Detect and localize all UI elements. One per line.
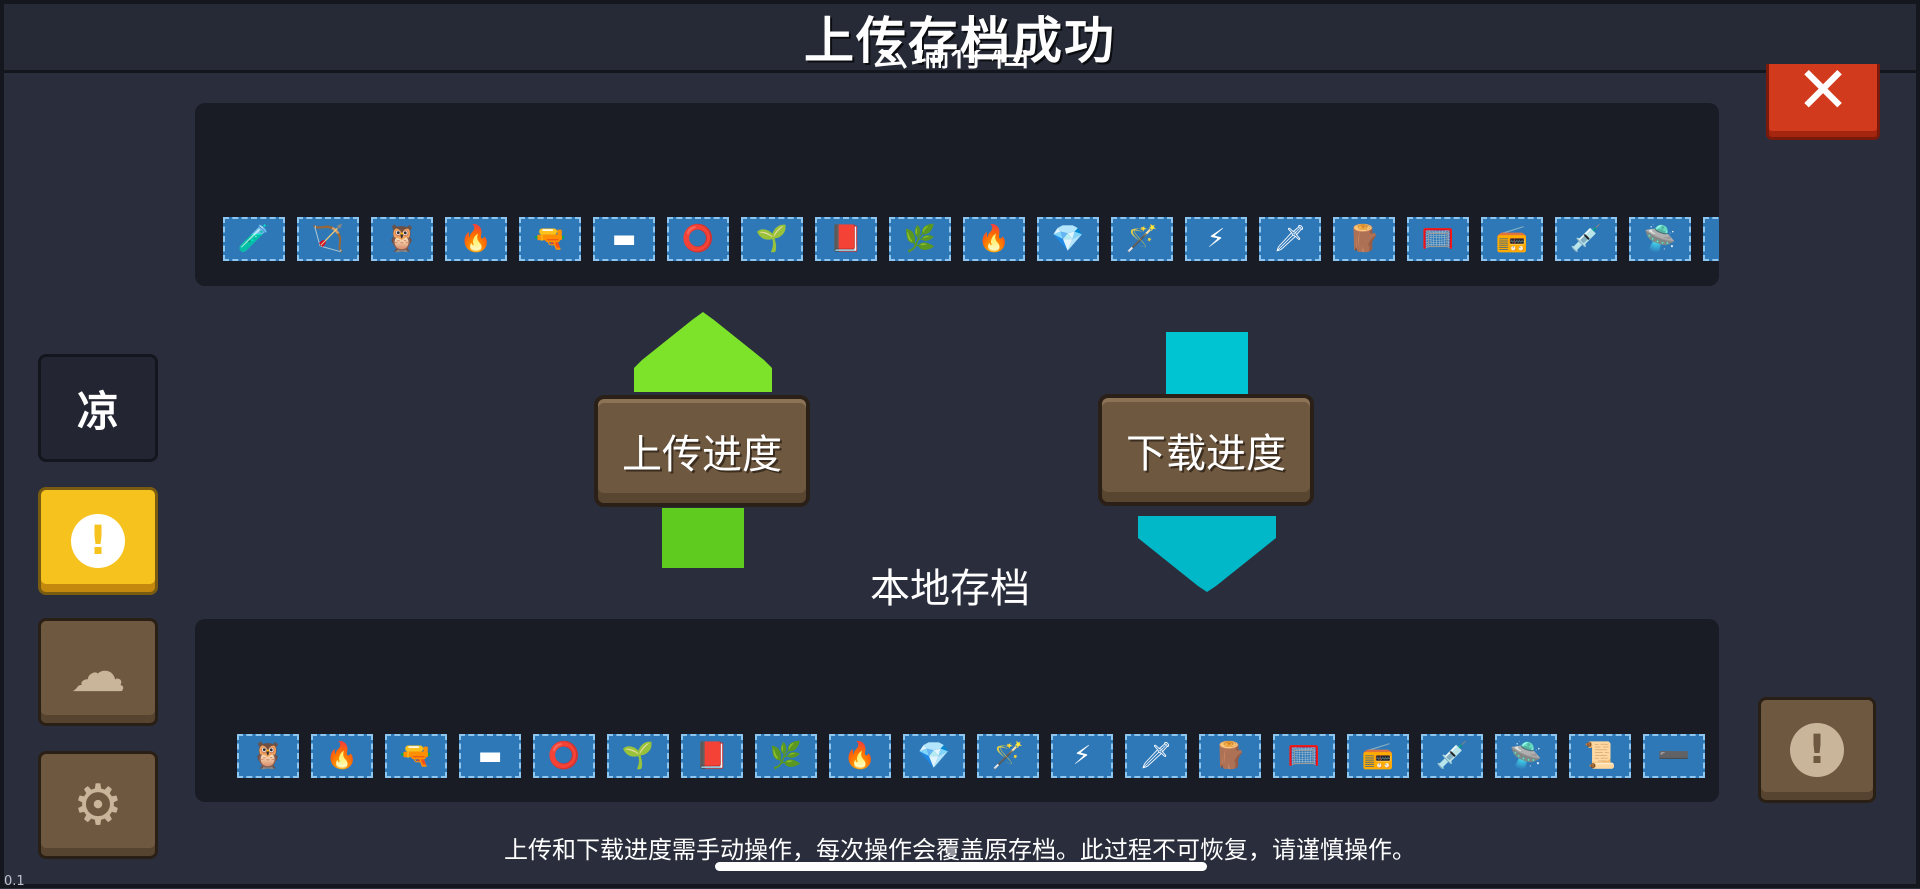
- info-button[interactable]: !: [1758, 697, 1876, 803]
- item-slot[interactable]: 🦉: [237, 734, 299, 778]
- item-slot[interactable]: ⚡: [1051, 734, 1113, 778]
- item-slot[interactable]: 📕: [681, 734, 743, 778]
- item-slot[interactable]: 💎: [903, 734, 965, 778]
- item-slot[interactable]: 🦉: [371, 217, 433, 261]
- item-slot[interactable]: 🪄: [1111, 217, 1173, 261]
- item-slot[interactable]: 🔫: [519, 217, 581, 261]
- local-item-strip[interactable]: 🦉 🔥 🔫 ▬ ⭕ 🌱 📕 🌿 🔥 💎 🪄 ⚡ 🗡 🪵 🥅 📻 💉 🛸 📜 ➖: [195, 732, 1719, 780]
- arrow-down-head: [1138, 516, 1276, 592]
- item-slot[interactable]: ▬: [459, 734, 521, 778]
- page-title: 上传存档成功: [804, 12, 1116, 70]
- item-slot[interactable]: ⭕: [533, 734, 595, 778]
- item-slot[interactable]: 🥅: [1273, 734, 1335, 778]
- cloud-item-strip[interactable]: 🧪 🏹 🦉 🔥 🔫 ▬ ⭕ 🌱 📕 🌿 🔥 💎 🪄 ⚡ 🗡 🪵 🥅 📻 💉 🛸 📜: [195, 215, 1719, 263]
- warning-tab-button[interactable]: !: [38, 487, 158, 595]
- sidebar-tab-button[interactable]: 凉: [38, 354, 158, 462]
- item-slot[interactable]: 🔥: [311, 734, 373, 778]
- item-slot[interactable]: 🔥: [963, 217, 1025, 261]
- item-slot[interactable]: 🌿: [755, 734, 817, 778]
- settings-tab-button[interactable]: ⚙: [38, 751, 158, 859]
- item-slot[interactable]: 📜: [1569, 734, 1631, 778]
- item-slot[interactable]: 🪵: [1333, 217, 1395, 261]
- item-slot[interactable]: 🔫: [385, 734, 447, 778]
- item-slot[interactable]: 📻: [1481, 217, 1543, 261]
- item-slot[interactable]: 🛸: [1629, 217, 1691, 261]
- item-slot[interactable]: 📕: [815, 217, 877, 261]
- item-slot[interactable]: 🌿: [889, 217, 951, 261]
- item-slot[interactable]: 🪄: [977, 734, 1039, 778]
- item-slot[interactable]: 🔥: [829, 734, 891, 778]
- local-save-panel: 🦉 🔥 🔫 ▬ ⭕ 🌱 📕 🌿 🔥 💎 🪄 ⚡ 🗡 🪵 🥅 📻 💉 🛸 📜 ➖: [195, 619, 1719, 802]
- item-slot[interactable]: ➖: [1643, 734, 1705, 778]
- item-slot[interactable]: 🏹: [297, 217, 359, 261]
- cloud-upload-icon: ☁: [70, 639, 126, 705]
- item-slot[interactable]: 🗡: [1259, 217, 1321, 261]
- item-slot[interactable]: 💉: [1555, 217, 1617, 261]
- item-slot[interactable]: 🛸: [1495, 734, 1557, 778]
- sidebar-tab-label: 凉: [76, 386, 119, 436]
- item-slot[interactable]: 💎: [1037, 217, 1099, 261]
- cloud-save-panel: 🧪 🏹 🦉 🔥 🔫 ▬ ⭕ 🌱 📕 🌿 🔥 💎 🪄 ⚡ 🗡 🪵 🥅 📻 💉 🛸 📜: [195, 103, 1719, 286]
- footer-notice: 上传和下载进度需手动操作，每次操作会覆盖原存档。此过程不可恢复，请谨慎操作。: [504, 836, 1416, 864]
- item-slot[interactable]: 🔥: [445, 217, 507, 261]
- item-slot[interactable]: 🗡: [1125, 734, 1187, 778]
- arrow-up-head: [634, 312, 772, 392]
- close-button[interactable]: ✕: [1766, 54, 1880, 140]
- arrow-up-icon: [634, 312, 772, 568]
- item-slot[interactable]: 🌱: [607, 734, 669, 778]
- cloud-section-label-partial: 云端存档: [860, 50, 1040, 72]
- local-section-label: 本地存档: [870, 566, 1030, 612]
- item-slot[interactable]: 🧪: [223, 217, 285, 261]
- exclamation-icon: !: [71, 514, 125, 568]
- item-slot[interactable]: 🌱: [741, 217, 803, 261]
- version-label: 0.1: [4, 874, 25, 889]
- home-indicator[interactable]: [715, 862, 1207, 871]
- item-slot[interactable]: ▬: [593, 217, 655, 261]
- upload-progress-button[interactable]: 上传进度: [594, 395, 810, 507]
- title-bar: 上传存档成功: [4, 4, 1916, 73]
- item-slot[interactable]: 🥅: [1407, 217, 1469, 261]
- item-slot[interactable]: ⭕: [667, 217, 729, 261]
- arrow-down-icon: [1138, 332, 1276, 592]
- exclamation-icon: !: [1790, 723, 1844, 777]
- arrow-down-shaft: [1166, 332, 1248, 398]
- arrow-up-shaft: [662, 508, 744, 568]
- cloud-section-label: 云端存档: [860, 50, 1040, 72]
- item-slot[interactable]: 📻: [1347, 734, 1409, 778]
- download-progress-button[interactable]: 下载进度: [1098, 394, 1314, 506]
- gear-icon: ⚙: [72, 772, 124, 838]
- item-slot[interactable]: 📜: [1703, 217, 1719, 261]
- cloud-save-tab-button[interactable]: ☁: [38, 618, 158, 726]
- item-slot[interactable]: 🪵: [1199, 734, 1261, 778]
- close-x-icon: ✕: [1796, 53, 1850, 128]
- item-slot[interactable]: 💉: [1421, 734, 1483, 778]
- item-slot[interactable]: ⚡: [1185, 217, 1247, 261]
